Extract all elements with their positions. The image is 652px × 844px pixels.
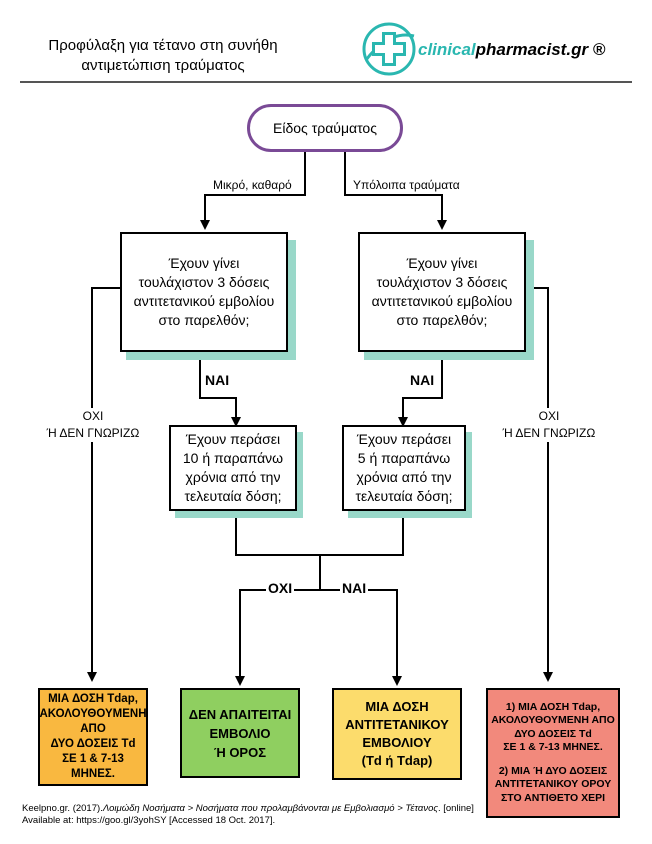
question-right-line-3: αντιτετανικού εμβολίου: [371, 293, 513, 309]
question-right: Έχουν γίνει τουλάχιστον 3 δόσεις αντιτετ…: [358, 232, 526, 352]
result1-line-6: ΜΗΝΕΣ.: [71, 768, 115, 780]
start-label: Είδος τραύματος: [273, 120, 377, 136]
result4-line-5: 2) ΜΙΑ Ή ΔΥΟ ΔΟΣΕΙΣ: [498, 764, 608, 777]
question-left-line-1: Έχουν γίνει: [168, 255, 240, 271]
connector-q-left-yes: [199, 352, 241, 427]
result3-line-4: (Td ή Tdap): [361, 753, 433, 768]
connector-merge-yes: [320, 589, 402, 686]
logo-text: clinicalpharmacist.gr ®: [418, 40, 605, 60]
question2-right-line-4: τελευταία δόση;: [355, 488, 453, 504]
question-left-line-2: τουλάχιστον 3 δόσεις: [138, 274, 270, 290]
result1-line-2: ΑΚΟΛΟΥΘΟΥΜΕΝΗ: [39, 708, 147, 720]
question-right-line-1: Έχουν γίνει: [406, 255, 478, 271]
title-line-1: Προφύλαξη για τέτανο στη συνήθη: [48, 37, 278, 54]
result4-line-1: 1) ΜΙΑ ΔΟΣΗ Tdap,: [505, 700, 601, 713]
reference-title: Λοιμώδη Νοσήματα > Νοσήματα που προλαμβά…: [102, 803, 438, 814]
result4-line-7: ΣΤΟ ΑΝΤΙΘΕΤΟ ΧΕΡΙ: [500, 791, 606, 804]
title-line-2: αντιμετώπιση τραύματος: [81, 57, 245, 74]
result-tdap-series: ΜΙΑ ΔΟΣΗ Tdap, ΑΚΟΛΟΥΘΟΥΜΕΝΗ ΑΠΟ ΔΥΟ ΔΟΣ…: [38, 688, 148, 786]
merge-yes-label: ΝΑΙ: [340, 580, 369, 596]
result-no-vaccine: ΔΕΝ ΑΠΑΙΤΕΙΤΑΙ ΕΜΒΟΛΙΟ Ή ΟΡΟΣ: [180, 688, 300, 778]
no-label-right: ΟΧΙ Ή ΔΕΝ ΓΝΩΡΙΖΩ: [488, 408, 610, 442]
question2-right: Έχουν περάσει 5 ή παραπάνω χρόνια από τη…: [342, 425, 466, 511]
connector-merge-no: [235, 589, 320, 686]
result4-line-4: ΣΕ 1 & 7-13 ΜΗΝΕΣ.: [503, 741, 603, 754]
result3-line-1: ΜΙΑ ΔΟΣΗ: [365, 699, 429, 714]
no-label-left: ΟΧΙ Ή ΔΕΝ ΓΝΩΡΙΖΩ: [32, 408, 154, 442]
logo-suffix: pharmacist.gr ®: [475, 40, 606, 59]
reference-citation: Keelpno.gr. (2017).Λοιμώδη Νοσήματα > Νο…: [22, 803, 474, 827]
question-right-line-4: στο παρελθόν;: [396, 312, 488, 328]
question-right-line-2: τουλάχιστον 3 δόσεις: [376, 274, 508, 290]
branch-label-left: Μικρό, καθαρό: [211, 178, 294, 192]
no-right-line-1: ΟΧΙ: [538, 409, 560, 423]
question2-right-line-3: χρόνια από την: [356, 469, 452, 485]
result3-line-2: ΑΝΤΙΤΕΤΑΝΙΚΟΥ: [345, 717, 449, 732]
question2-right-line-2: 5 ή παραπάνω: [357, 450, 451, 466]
reference-line-1: Keelpno.gr. (2017).Λοιμώδη Νοσήματα > Νο…: [22, 803, 474, 815]
connector-start-right: [344, 152, 447, 230]
result4-line-6: ΑΝΤΙΤΕΤΑΝΙΚΟΥ ΟΡΟΥ: [494, 778, 612, 791]
header-divider: [20, 81, 632, 83]
connector-q-right-yes: [398, 352, 443, 427]
result3-line-3: ΕΜΒΟΛΙΟΥ: [362, 735, 432, 750]
reference-suffix: . [online]: [437, 803, 474, 814]
connector-q-left-no: [87, 287, 122, 682]
start-node: Είδος τραύματος: [247, 104, 403, 152]
yes-label-left: ΝΑΙ: [203, 372, 232, 388]
logo-icon: [362, 22, 416, 76]
no-right-line-2: Ή ΔΕΝ ΓΝΩΡΙΖΩ: [502, 426, 596, 440]
result-single-dose: ΜΙΑ ΔΟΣΗ ΑΝΤΙΤΕΤΑΝΙΚΟΥ ΕΜΒΟΛΙΟΥ (Td ή Td…: [332, 688, 462, 780]
result4-line-3: ΔΥΟ ΔΟΣΕΙΣ Td: [514, 727, 592, 740]
question-left-line-4: στο παρελθόν;: [158, 312, 250, 328]
question2-right-line-1: Έχουν περάσει: [356, 431, 452, 447]
question2-left-line-1: Έχουν περάσει: [185, 431, 281, 447]
result1-line-4: ΔΥΟ ΔΟΣΕΙΣ Td: [50, 738, 136, 750]
result-tdap-and-serum: 1) ΜΙΑ ΔΟΣΗ Tdap, ΑΚΟΛΟΥΘΟΥΜΕΝΗ ΑΠΟ ΔΥΟ …: [486, 688, 620, 818]
result4-line-2: ΑΚΟΛΟΥΘΟΥΜΕΝΗ ΑΠΟ: [491, 714, 615, 727]
connector-start-left: [200, 152, 306, 230]
question-left: Έχουν γίνει τουλάχιστον 3 δόσεις αντιτετ…: [120, 232, 288, 352]
question-left-line-3: αντιτετανικού εμβολίου: [133, 293, 275, 309]
merge-no-label: ΟΧΙ: [266, 580, 295, 596]
result2-line-1: ΔΕΝ ΑΠΑΙΤΕΙΤΑΙ: [188, 706, 292, 722]
yes-label-right: ΝΑΙ: [408, 372, 437, 388]
no-left-line-2: Ή ΔΕΝ ΓΝΩΡΙΖΩ: [46, 426, 140, 440]
page-title: Προφύλαξη για τέτανο στη συνήθη αντιμετώ…: [22, 36, 304, 76]
result1-line-1: ΜΙΑ ΔΟΣΗ Tdap,: [48, 693, 138, 705]
question2-left: Έχουν περάσει 10 ή παραπάνω χρόνια από τ…: [169, 425, 297, 511]
question2-left-line-4: τελευταία δόση;: [184, 488, 282, 504]
logo-prefix: clinical: [418, 40, 476, 59]
question2-left-line-2: 10 ή παραπάνω: [182, 450, 284, 466]
question2-left-line-3: χρόνια από την: [185, 469, 281, 485]
reference-line-2: Available at: https://goo.gl/3yohSY [Acc…: [22, 815, 276, 826]
result4-spacer: [491, 755, 615, 765]
reference-prefix: Keelpno.gr. (2017).: [22, 803, 103, 814]
result2-line-3: Ή ΟΡΟΣ: [213, 744, 267, 760]
branch-label-right: Υπόλοιπα τραύματα: [351, 178, 462, 192]
result1-line-3: ΑΠΟ: [80, 723, 106, 735]
result2-line-2: ΕΜΒΟΛΙΟ: [209, 725, 271, 741]
result1-line-5: ΣΕ 1 & 7-13: [62, 753, 124, 765]
no-left-line-1: ΟΧΙ: [82, 409, 104, 423]
